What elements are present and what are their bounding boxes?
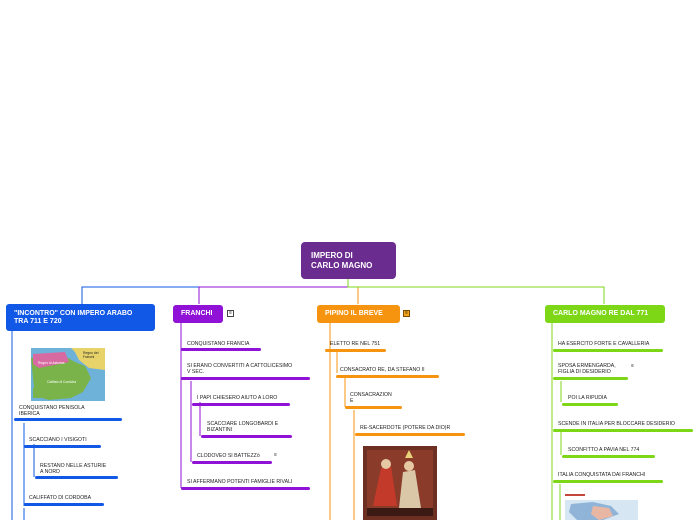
carlo-item-esercito[interactable]: HA ESERCITO FORTE E CAVALLERIA	[558, 341, 650, 347]
branch-pipino[interactable]: PIPINO IL BREVE	[317, 305, 400, 323]
arabo-item-penisola-line1: CONQUISTANO PENISOLA	[19, 405, 85, 411]
franchi-item-cattolicesimo-line2: V SEC.	[187, 369, 205, 375]
arabo-item-visigoti[interactable]: SCACCIANO I VISIGOTI	[29, 437, 87, 443]
notes-icon[interactable]: ≡	[227, 310, 234, 317]
underline	[14, 418, 122, 421]
pipino-item-consacrazione-line1: CONSACRAZION	[350, 392, 392, 398]
franchi-item-cattolicesimo-line1: SI ERANO CONVERTITI A CATTOLICESIMO	[187, 363, 293, 369]
notes-icon[interactable]: ≡	[631, 363, 634, 369]
underline	[181, 487, 310, 490]
underline	[35, 476, 118, 479]
arabo-item-penisola-line2: IBERICA	[19, 411, 40, 417]
franchi-item-longobardi-line2: BIZANTINI	[207, 427, 233, 433]
map-drawing	[565, 494, 638, 520]
franchi-item-clodoveo[interactable]: CLODOVEO SI BATTEZZò	[197, 453, 260, 459]
underline	[24, 445, 101, 448]
map-label-asturias: Regno di Asturias	[38, 361, 65, 365]
branch-arabo-title-line2: TRA 711 E 720	[14, 318, 62, 325]
arabo-item-cordoba[interactable]: CALIFFATO DI CORDOBA	[29, 495, 92, 501]
arabo-item-asturie[interactable]: RESTANO NELLE ASTURIE A NORD	[40, 463, 106, 475]
map-label-cordoba: Califato di Cordoba	[47, 380, 77, 384]
underline	[24, 503, 104, 506]
arabo-item-asturie-line1: RESTANO NELLE ASTURIE	[40, 463, 107, 469]
underline	[553, 377, 628, 380]
miniature-drawing	[363, 446, 437, 520]
pipino-item-consacrazione-line2: E	[350, 398, 354, 404]
underline	[192, 403, 290, 406]
root-title-line2: CARLO MAGNO	[311, 261, 373, 270]
map-label-franchi: Regno dei Franchi	[83, 351, 99, 359]
arabo-item-penisola[interactable]: CONQUISTANO PENISOLA IBERICA	[19, 405, 85, 417]
notes-icon[interactable]: ≡	[403, 310, 410, 317]
franchi-item-famiglie[interactable]: SI AFFERMANO POTENTI FAMIGLIE RIVALI	[187, 479, 293, 485]
branch-impero-arabo[interactable]: "INCONTRO" CON IMPERO ARABO TRA 711 E 72…	[6, 304, 155, 331]
carlo-item-italia[interactable]: ITALIA CONQUISTATA DAI FRANCHI	[558, 472, 646, 478]
iberia-map-image[interactable]: Regno di Asturias Regno dei Franchi Cali…	[31, 348, 105, 401]
map-drawing	[31, 348, 105, 400]
underline	[553, 429, 693, 432]
carlo-item-pavia[interactable]: SCONFITTO A PAVIA NEL 774	[568, 447, 640, 453]
franchi-item-longobardi[interactable]: SCACCIARE LONGOBARDI E BIZANTINI	[207, 421, 278, 433]
underline	[562, 455, 655, 458]
underline	[192, 461, 272, 464]
underline	[355, 433, 465, 436]
underline	[201, 435, 292, 438]
consacrazione-image[interactable]	[363, 446, 437, 520]
branch-carlo-magno[interactable]: CARLO MAGNO RE DAL 771	[545, 305, 665, 323]
carlo-item-ermengarda[interactable]: SPOSA ERMENGARDA, FIGLIA DI DESIDERIO	[558, 363, 616, 375]
carlo-item-desiderio[interactable]: SCENDE IN ITALIA PER BLOCCARE DESIDERIO	[558, 421, 675, 427]
underline	[553, 480, 663, 483]
pipino-item-consacrazione[interactable]: CONSACRAZION E	[350, 392, 392, 404]
pipino-item-re-sacerdote[interactable]: RE-SACERDOTE (POTERE DA DIO)R	[360, 425, 451, 431]
underline	[325, 349, 386, 352]
underline	[562, 403, 618, 406]
underline	[345, 406, 402, 409]
carlo-item-ermengarda-line2: FIGLIA DI DESIDERIO	[558, 369, 611, 375]
franchi-item-cattolicesimo[interactable]: SI ERANO CONVERTITI A CATTOLICESIMO V SE…	[187, 363, 292, 375]
branch-franchi[interactable]: FRANCHI	[173, 305, 223, 323]
carlo-item-ripudia[interactable]: POI LA RIPUDIA	[568, 395, 607, 401]
franchi-item-conquistano[interactable]: CONQUISTANO FRANCIA	[187, 341, 250, 347]
impero-map-image[interactable]	[563, 492, 640, 520]
underline	[336, 375, 439, 378]
carlo-item-ermengarda-line1: SPOSA ERMENGARDA,	[558, 363, 616, 369]
pipino-item-consacrato[interactable]: CONSACRATO RE, DA STEFANO II	[340, 367, 425, 373]
root-title-line1: IMPERO DI	[311, 251, 353, 260]
franchi-item-papi[interactable]: I PAPI CHIESERO AIUTO A LORO	[197, 395, 278, 401]
underline	[181, 348, 261, 351]
root-node[interactable]: IMPERO DI CARLO MAGNO	[301, 242, 396, 279]
pipino-item-eletto[interactable]: ELETTO RE NEL 751	[330, 341, 381, 347]
underline	[553, 349, 663, 352]
arabo-item-asturie-line2: A NORD	[40, 469, 60, 475]
branch-arabo-title-line1: "INCONTRO" CON IMPERO ARABO	[14, 310, 133, 317]
underline	[181, 377, 310, 380]
notes-icon[interactable]: ≡	[274, 452, 277, 458]
franchi-item-longobardi-line1: SCACCIARE LONGOBARDI E	[207, 421, 279, 427]
